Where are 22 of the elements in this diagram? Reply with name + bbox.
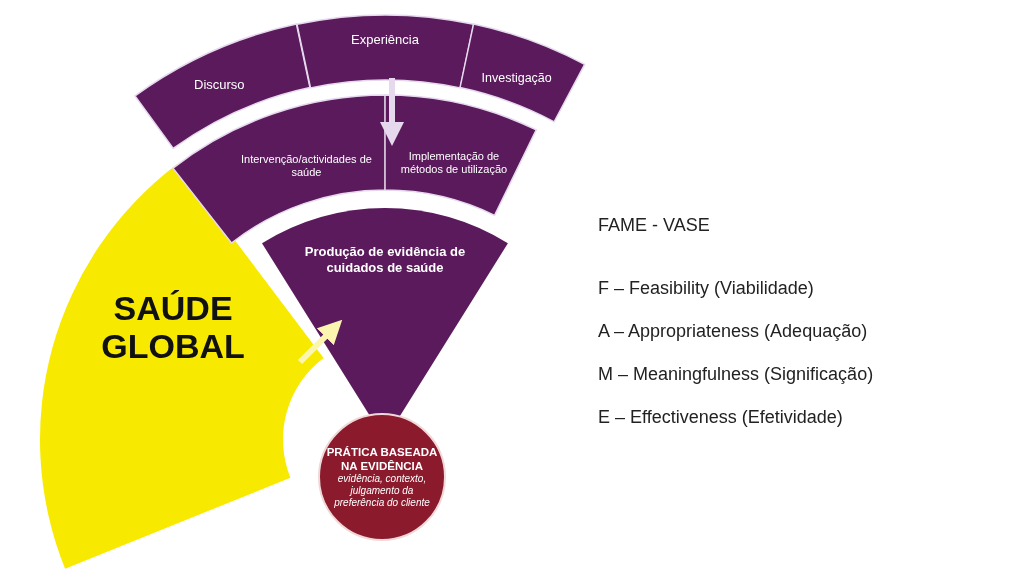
sector-shape	[135, 24, 311, 149]
arrow	[380, 78, 404, 146]
node-label: Implementação de métodos de utilização	[399, 150, 509, 177]
list-item: F – Feasibility (Viabilidade)	[598, 277, 815, 300]
node-heading: PRÁTICA BASEADA NA EVIDÊNCIA	[326, 445, 438, 473]
arrow	[297, 319, 343, 365]
node-label: Intervenção/actividades de saúde	[240, 153, 373, 180]
node-label: Investigação	[480, 69, 553, 87]
node-label: Produção de evidência de cuidados de saúde	[303, 244, 467, 276]
sector-shape	[296, 15, 474, 88]
heading-text: FAME - VASE	[598, 214, 711, 237]
sector-shape	[385, 95, 537, 216]
sector-shape	[172, 95, 385, 243]
node-label: SAÚDE GLOBAL	[100, 289, 246, 366]
list-item: A – Appropriateness (Adequação)	[598, 320, 869, 343]
node-label: Discurso	[193, 75, 246, 94]
circle-node	[318, 413, 446, 541]
node-body: evidência, contexto, julgamento da preferência do cliente	[333, 473, 431, 509]
list-item: E – Effectiveness (Efetividade)	[598, 406, 844, 429]
node-label: Experiência	[350, 31, 420, 50]
sector-shape	[459, 24, 585, 123]
list-item: M – Meaningfulness (Significação)	[598, 363, 874, 386]
